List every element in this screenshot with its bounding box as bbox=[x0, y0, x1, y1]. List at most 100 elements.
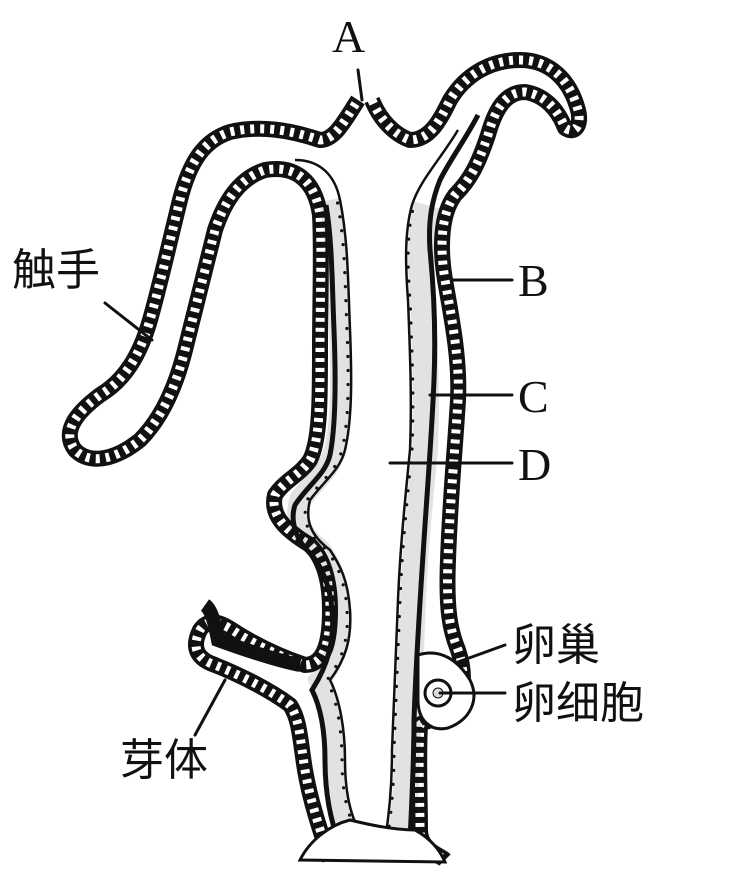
cell-nucleus-dot bbox=[411, 405, 414, 408]
cell-nucleus-dot bbox=[336, 201, 339, 204]
label-d: D bbox=[518, 439, 551, 490]
cell-nucleus-dot bbox=[398, 601, 401, 604]
cell-nucleus-dot bbox=[337, 570, 340, 573]
cell-nucleus-dot bbox=[345, 327, 348, 330]
label-egg-cell: 卵细胞 bbox=[512, 678, 644, 729]
cell-nucleus-dot bbox=[410, 335, 413, 338]
cell-nucleus-dot bbox=[394, 713, 397, 716]
cell-nucleus-dot bbox=[331, 557, 334, 560]
cell-nucleus-dot bbox=[391, 797, 394, 800]
cell-nucleus-dot bbox=[345, 313, 348, 316]
cell-nucleus-dot bbox=[315, 486, 318, 489]
cell-nucleus-dot bbox=[411, 419, 414, 422]
cell-nucleus-dot bbox=[407, 238, 410, 241]
cell-nucleus-dot bbox=[313, 537, 316, 540]
cell-nucleus-dot bbox=[389, 811, 392, 814]
cell-nucleus-dot bbox=[410, 447, 413, 450]
label-b: B bbox=[518, 255, 549, 306]
cell-nucleus-dot bbox=[347, 369, 350, 372]
cell-nucleus-dot bbox=[334, 665, 337, 668]
cell-nucleus-dot bbox=[397, 629, 400, 632]
cell-nucleus-dot bbox=[341, 772, 344, 775]
cell-nucleus-dot bbox=[396, 671, 399, 674]
cell-nucleus-dot bbox=[393, 727, 396, 730]
leader-a bbox=[358, 70, 362, 100]
cell-nucleus-dot bbox=[325, 476, 328, 479]
cell-nucleus-dot bbox=[410, 349, 413, 352]
cell-nucleus-dot bbox=[327, 677, 330, 680]
cell-nucleus-dot bbox=[346, 611, 349, 614]
cell-nucleus-dot bbox=[340, 229, 343, 232]
cell-nucleus-dot bbox=[323, 546, 326, 549]
cell-nucleus-dot bbox=[408, 294, 411, 297]
cell-nucleus-dot bbox=[342, 583, 345, 586]
label-c: C bbox=[518, 371, 549, 422]
cell-nucleus-dot bbox=[392, 783, 395, 786]
cell-nucleus-dot bbox=[407, 266, 410, 269]
cell-nucleus-dot bbox=[342, 439, 345, 442]
cell-nucleus-dot bbox=[304, 511, 307, 514]
cell-nucleus-dot bbox=[405, 503, 408, 506]
cell-nucleus-dot bbox=[408, 224, 411, 227]
cell-nucleus-dot bbox=[337, 716, 340, 719]
cell-nucleus-dot bbox=[409, 307, 412, 310]
cell-nucleus-dot bbox=[394, 699, 397, 702]
cell-nucleus-dot bbox=[346, 625, 349, 628]
cell-nucleus-dot bbox=[392, 755, 395, 758]
cell-nucleus-dot bbox=[398, 615, 401, 618]
cell-nucleus-dot bbox=[346, 411, 349, 414]
cell-nucleus-dot bbox=[344, 425, 347, 428]
cell-nucleus-dot bbox=[411, 391, 414, 394]
cell-nucleus-dot bbox=[340, 744, 343, 747]
cell-nucleus-dot bbox=[330, 689, 333, 692]
label-tentacle: 触手 bbox=[12, 245, 100, 296]
cell-nucleus-dot bbox=[340, 652, 343, 655]
cell-nucleus-dot bbox=[411, 433, 414, 436]
cell-nucleus-dot bbox=[347, 383, 350, 386]
cell-nucleus-dot bbox=[343, 271, 346, 274]
cell-nucleus-dot bbox=[344, 639, 347, 642]
cell-nucleus-dot bbox=[406, 489, 409, 492]
cell-nucleus-dot bbox=[306, 497, 309, 500]
cell-nucleus-dot bbox=[401, 559, 404, 562]
cell-nucleus-dot bbox=[346, 397, 349, 400]
cell-nucleus-dot bbox=[344, 800, 347, 803]
cell-nucleus-dot bbox=[346, 355, 349, 358]
cell-nucleus-dot bbox=[333, 465, 336, 468]
cell-nucleus-dot bbox=[409, 321, 412, 324]
cell-nucleus-dot bbox=[306, 525, 309, 528]
cell-nucleus-dot bbox=[348, 814, 351, 817]
cell-nucleus-dot bbox=[411, 377, 414, 380]
cell-nucleus-dot bbox=[400, 573, 403, 576]
cell-nucleus-dot bbox=[339, 730, 342, 733]
cell-nucleus-dot bbox=[407, 252, 410, 255]
cell-nucleus-dot bbox=[402, 545, 405, 548]
cell-nucleus-dot bbox=[395, 685, 398, 688]
cell-nucleus-dot bbox=[403, 531, 406, 534]
cell-nucleus-dot bbox=[344, 299, 347, 302]
leader-bud bbox=[195, 680, 225, 735]
cell-nucleus-dot bbox=[344, 597, 347, 600]
cell-nucleus-dot bbox=[411, 363, 414, 366]
cell-nucleus-dot bbox=[342, 786, 345, 789]
label-ovary: 卵巢 bbox=[512, 620, 600, 671]
cell-nucleus-dot bbox=[339, 452, 342, 455]
cell-nucleus-dot bbox=[408, 475, 411, 478]
cell-nucleus-dot bbox=[342, 243, 345, 246]
cell-nucleus-dot bbox=[399, 587, 402, 590]
cell-nucleus-dot bbox=[411, 210, 414, 213]
cell-nucleus-dot bbox=[393, 741, 396, 744]
cell-nucleus-dot bbox=[340, 758, 343, 761]
cell-nucleus-dot bbox=[334, 703, 337, 706]
label-a: A bbox=[332, 11, 365, 62]
cell-nucleus-dot bbox=[338, 215, 341, 218]
cell-nucleus-dot bbox=[396, 657, 399, 660]
label-bud: 芽体 bbox=[120, 735, 208, 786]
cell-nucleus-dot bbox=[407, 280, 410, 283]
cell-nucleus-dot bbox=[392, 769, 395, 772]
cell-nucleus-dot bbox=[344, 285, 347, 288]
cell-nucleus-dot bbox=[397, 643, 400, 646]
cell-nucleus-dot bbox=[343, 257, 346, 260]
cell-nucleus-dot bbox=[346, 341, 349, 344]
